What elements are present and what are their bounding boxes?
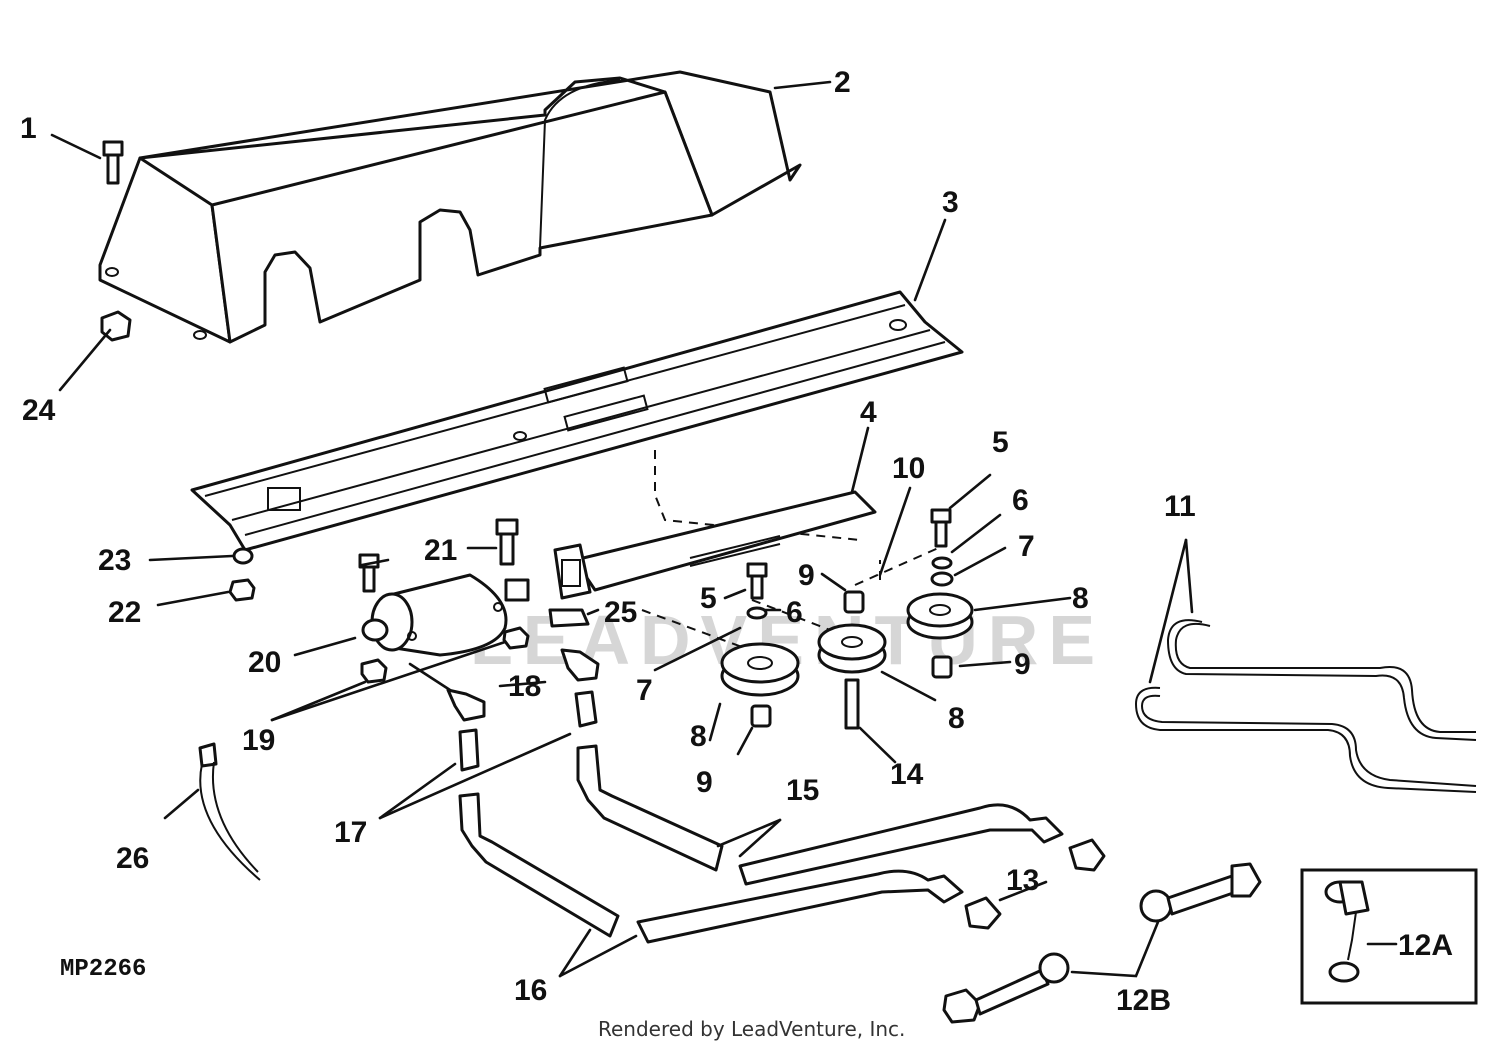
callout-9-upper: 9 (798, 559, 815, 592)
callout-6-upper: 6 (1012, 484, 1029, 517)
callout-22: 22 (108, 596, 141, 629)
callout-15: 15 (786, 774, 819, 807)
fitting-17-left (458, 728, 480, 772)
bolt-5-right (930, 508, 952, 548)
washer-7-right (930, 571, 954, 587)
tube-assembly-11 (1134, 619, 1477, 793)
hose-16 (458, 792, 964, 944)
callout-8-center: 8 (948, 702, 965, 735)
wrench-12b-upper (1139, 862, 1262, 923)
bolt-21-right (495, 518, 519, 566)
callout-16: 16 (514, 974, 547, 1007)
belt-shield-cover (98, 70, 802, 344)
callout-9-right: 9 (1014, 648, 1031, 681)
fitting-25 (548, 608, 590, 628)
callout-25: 25 (604, 596, 637, 629)
washer-6-center (746, 606, 768, 620)
callout-21: 21 (424, 534, 457, 567)
callout-6-lower: 6 (786, 596, 803, 629)
nut-19-left (360, 658, 388, 684)
washer-6-right (931, 556, 953, 570)
callout-8-right: 8 (1072, 582, 1089, 615)
callout-10: 10 (892, 452, 925, 485)
idler-bracket (553, 490, 877, 600)
pulley-8-right (906, 592, 974, 640)
washer-23 (232, 547, 254, 565)
nut-22 (228, 578, 256, 602)
fitting-17-right (574, 690, 598, 728)
callout-12a: 12A (1398, 929, 1453, 962)
elbow-fitting-18-left (446, 688, 486, 722)
callout-18: 18 (508, 670, 541, 703)
footer-credit: Rendered by LeadVenture, Inc. (598, 1017, 905, 1041)
callout-3: 3 (942, 186, 959, 219)
fitting-13-upper (1068, 838, 1106, 872)
callout-2: 2 (834, 66, 851, 99)
callout-19: 19 (242, 724, 275, 757)
wrench-12b-lower (942, 952, 1070, 1024)
callout-13: 13 (1006, 864, 1039, 897)
callout-17: 17 (334, 816, 367, 849)
callout-9-lower: 9 (696, 766, 713, 799)
callout-5-upper: 5 (992, 426, 1009, 459)
bushing-9-top (843, 590, 865, 614)
callout-23: 23 (98, 544, 131, 577)
leader-lines (50, 80, 1398, 978)
deck-rail-channel (190, 290, 964, 552)
callout-26: 26 (116, 842, 149, 875)
callout-12b: 12B (1116, 984, 1171, 1017)
nut-19-right (502, 626, 530, 650)
callout-labels: 1 2 3 4 5 5 6 6 7 7 8 8 8 9 9 9 10 11 12… (20, 66, 1453, 1017)
bolt-1 (102, 140, 124, 185)
bolt-21-left (358, 553, 380, 593)
callout-20: 20 (248, 646, 281, 679)
callout-5-lower: 5 (700, 582, 717, 615)
callout-24: 24 (22, 394, 56, 427)
callout-4: 4 (860, 396, 877, 429)
bolt-5-center (746, 562, 768, 600)
hose-15 (576, 744, 1064, 886)
bolt-14 (844, 678, 860, 730)
hose-26 (198, 742, 261, 881)
pulley-8-left (720, 642, 800, 697)
inset-12a-box (1300, 868, 1478, 1005)
bushing-9-right (931, 655, 953, 679)
hydraulic-motor (361, 573, 530, 657)
callout-7-lower: 7 (636, 674, 653, 707)
pulley-8-center (817, 623, 887, 674)
callout-1: 1 (20, 112, 37, 145)
callout-14: 14 (890, 758, 924, 791)
diagram-code: MP2266 (60, 956, 146, 983)
elbow-fitting-18-right (560, 648, 600, 682)
callout-7-upper: 7 (1018, 530, 1035, 563)
bushing-9-left (750, 704, 772, 728)
fitting-13-lower (964, 896, 1002, 930)
callout-11: 11 (1164, 490, 1196, 523)
callout-8-left: 8 (690, 720, 707, 753)
